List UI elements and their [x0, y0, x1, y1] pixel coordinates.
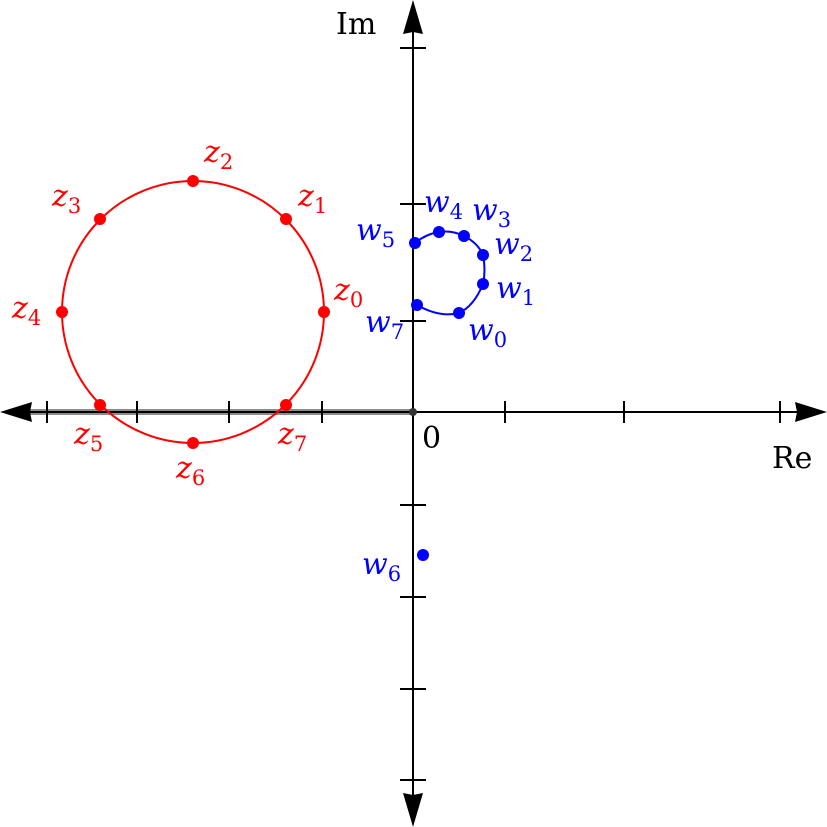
w-point-2	[477, 249, 489, 261]
z-label-subscript: 5	[90, 432, 103, 456]
z-label-subscript: 2	[220, 150, 233, 174]
w-label-letter: w	[365, 305, 391, 340]
z-label-letter: z	[175, 451, 192, 486]
w-label-subscript: 4	[450, 200, 463, 224]
z-point-6	[187, 437, 199, 449]
imag-axis-up-arrow-icon	[403, 0, 423, 34]
w-label-7: w7	[365, 305, 404, 344]
w-point-3	[458, 230, 470, 242]
w-curve	[414, 230, 486, 316]
z-label-letter: z	[333, 273, 350, 308]
imag-axis-label: Im	[336, 7, 376, 42]
z-label-5: z5	[73, 417, 103, 456]
w-point-1	[477, 278, 489, 290]
w-point-7	[411, 299, 423, 311]
z-label-subscript: 7	[294, 432, 307, 456]
origin-point	[409, 408, 417, 416]
z-label-letter: z	[73, 417, 90, 452]
z-label-letter: z	[51, 179, 68, 214]
w-label-subscript: 0	[494, 328, 507, 352]
z-point-0	[318, 306, 330, 318]
w-label-letter: w	[362, 547, 388, 582]
w-label-letter: w	[496, 271, 522, 306]
z-label-4: z4	[11, 291, 41, 330]
z-point-5	[94, 399, 106, 411]
w-label-4: w4	[424, 185, 463, 224]
w-label-letter: w	[494, 227, 520, 262]
z-point-4	[56, 306, 68, 318]
z-label-2: z2	[203, 135, 233, 174]
w-label-3: w3	[472, 193, 511, 232]
w-label-subscript: 7	[391, 320, 404, 344]
w-label-letter: w	[468, 313, 494, 348]
w-label-subscript: 6	[388, 562, 401, 586]
w-point-4	[433, 226, 445, 238]
z-label-3: z3	[51, 179, 81, 218]
w-point-0	[453, 307, 465, 319]
z-label-7: z7	[277, 417, 307, 456]
z-label-6: z6	[175, 451, 205, 490]
real-axis-right-arrow-icon	[795, 402, 827, 422]
real-axis-label: Re	[772, 441, 812, 476]
w-label-6: w6	[362, 547, 401, 586]
w-label-letter: w	[424, 185, 450, 220]
w-label-subscript: 3	[498, 208, 511, 232]
z-label-letter: z	[203, 135, 220, 170]
z-label-letter: z	[297, 179, 314, 214]
w-label-subscript: 1	[522, 286, 535, 310]
w-label-subscript: 5	[382, 228, 395, 252]
w-label-0: w0	[468, 313, 507, 352]
imag-axis-down-arrow-icon	[403, 793, 423, 827]
w-label-2: w2	[494, 227, 533, 266]
w-point-6	[417, 549, 429, 561]
z-label-subscript: 0	[350, 288, 363, 312]
w-label-5: w5	[356, 213, 395, 252]
z-label-letter: z	[11, 291, 28, 326]
z-point-2	[187, 175, 199, 187]
z-label-1: z1	[297, 179, 327, 218]
z-label-subscript: 4	[28, 306, 41, 330]
z-label-subscript: 3	[68, 194, 81, 218]
z-point-1	[280, 213, 292, 225]
real-axis-left-arrow-icon	[0, 402, 32, 422]
z-label-0: z0	[333, 273, 363, 312]
w-label-1: w1	[496, 271, 535, 310]
z-label-subscript: 6	[192, 466, 205, 490]
z-point-3	[94, 213, 106, 225]
w-label-subscript: 2	[520, 242, 533, 266]
w-label-letter: w	[472, 193, 498, 228]
z-point-7	[280, 399, 292, 411]
w-point-5	[409, 237, 421, 249]
z-label-letter: z	[277, 417, 294, 452]
z-label-subscript: 1	[314, 194, 327, 218]
w-label-letter: w	[356, 213, 382, 248]
origin-label: 0	[422, 421, 441, 456]
